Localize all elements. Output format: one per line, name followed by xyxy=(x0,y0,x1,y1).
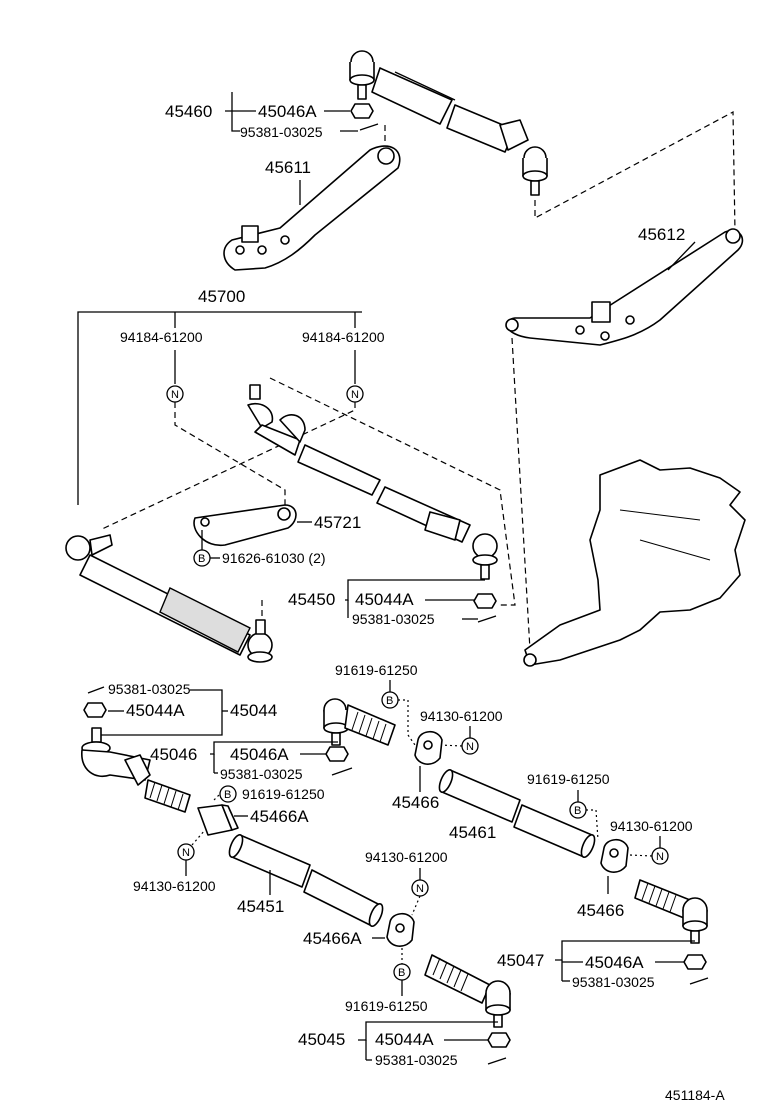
label-45466a-2: 45466A xyxy=(303,929,362,948)
damper xyxy=(65,534,273,663)
svg-text:N: N xyxy=(171,389,179,401)
badge-n-1: N xyxy=(461,737,479,755)
label-95381-mid: 95381-03025 xyxy=(352,611,435,627)
tie-rod-end-mid xyxy=(323,698,396,746)
tie-rod-end-lower xyxy=(424,954,511,1028)
dash-n-left xyxy=(174,402,286,510)
svg-text:N: N xyxy=(466,741,474,753)
label-45466-1: 45466 xyxy=(392,793,439,812)
svg-text:B: B xyxy=(574,805,581,817)
tie-rod-45700 xyxy=(247,384,498,580)
badge-b-91626: B xyxy=(193,549,211,567)
label-45046a-top: 45046A xyxy=(258,102,317,121)
dash-45612-link xyxy=(534,111,736,233)
nut-45044a-left xyxy=(83,702,107,718)
bracket-45700 xyxy=(77,311,362,505)
label-95381-right: 95381-03025 xyxy=(572,974,655,990)
diagram-reference-number: 451184-A xyxy=(665,1087,725,1103)
label-45047: 45047 xyxy=(497,951,544,970)
label-94184-right: 94184-61200 xyxy=(302,329,385,345)
label-95381-bottom: 95381-03025 xyxy=(375,1052,458,1068)
label-91619-4: 91619-61250 xyxy=(345,998,428,1014)
label-91619-2: 91619-61250 xyxy=(242,786,325,802)
label-45046a-mid: 45046A xyxy=(230,745,289,764)
label-91619-1: 91619-61250 xyxy=(335,662,418,678)
label-45700: 45700 xyxy=(198,287,245,306)
leader-45460 xyxy=(225,92,240,132)
label-91619-3: 91619-61250 xyxy=(527,771,610,787)
label-45451: 45451 xyxy=(237,897,284,916)
dash-box xyxy=(269,377,516,606)
svg-text:B: B xyxy=(198,553,205,565)
label-95381-top: 95381-03025 xyxy=(240,124,323,140)
badge-b-4: B xyxy=(393,963,411,981)
badge-n-left: N xyxy=(166,385,184,403)
clamp-45466a-1 xyxy=(197,804,239,836)
label-45044: 45044 xyxy=(230,701,277,720)
badge-n-right: N xyxy=(346,385,364,403)
tie-rod-end-left xyxy=(81,727,191,813)
label-45044a-mid: 45044A xyxy=(355,590,414,609)
clamp-45466-1 xyxy=(414,730,443,765)
badge-b-3: B xyxy=(569,801,587,819)
label-45450: 45450 xyxy=(288,590,335,609)
bracket-45721 xyxy=(193,504,297,546)
label-45611: 45611 xyxy=(265,158,311,177)
label-45044a-bottom: 45044A xyxy=(375,1030,434,1049)
badge-n-4: N xyxy=(411,879,429,897)
badge-b-2: B xyxy=(219,785,237,803)
svg-text:B: B xyxy=(224,789,231,801)
label-94130-4: 94130-61200 xyxy=(365,849,448,865)
badge-n-3: N xyxy=(651,847,669,865)
label-95381-left: 95381-03025 xyxy=(108,681,191,697)
leader-45450 xyxy=(345,579,485,601)
svg-text:N: N xyxy=(351,389,359,401)
svg-text:N: N xyxy=(182,847,190,859)
badge-b-1: B xyxy=(381,691,399,709)
arm-45612 xyxy=(505,228,744,346)
relay-rod-45460 xyxy=(349,50,548,196)
label-95381-mid2: 95381-03025 xyxy=(220,766,303,782)
label-45046: 45046 xyxy=(150,745,197,764)
label-45466a-1: 45466A xyxy=(250,807,309,826)
svg-text:N: N xyxy=(656,851,664,863)
label-45612: 45612 xyxy=(638,225,685,244)
nut-45046a-top xyxy=(350,103,379,131)
clamp-45466a-2 xyxy=(386,912,415,947)
arm-45611 xyxy=(223,145,401,271)
label-94184-left: 94184-61200 xyxy=(120,329,203,345)
badge-n-2: N xyxy=(177,843,195,861)
label-94130-1: 94130-61200 xyxy=(420,708,503,724)
clamp-45466-2 xyxy=(600,838,629,873)
label-94130-2: 94130-61200 xyxy=(133,878,216,894)
label-45721: 45721 xyxy=(314,513,361,532)
label-45044a-left: 45044A xyxy=(126,701,185,720)
label-45046a-right: 45046A xyxy=(585,953,644,972)
tube-45461 xyxy=(438,768,596,859)
label-45460: 45460 xyxy=(165,102,212,121)
svg-text:N: N xyxy=(416,883,424,895)
label-91626: 91626-61030 (2) xyxy=(222,550,326,566)
svg-text:B: B xyxy=(398,967,405,979)
svg-text:B: B xyxy=(386,695,393,707)
label-45045: 45045 xyxy=(298,1030,345,1049)
tie-rod-end-right xyxy=(634,879,708,944)
leader-45044 xyxy=(100,689,223,736)
steering-gear-housing xyxy=(523,459,746,667)
tube-45451 xyxy=(228,833,384,928)
label-94130-3: 94130-61200 xyxy=(610,818,693,834)
label-45466-2: 45466 xyxy=(577,901,624,920)
label-45461: 45461 xyxy=(449,823,496,842)
dash-n-right xyxy=(99,402,356,531)
